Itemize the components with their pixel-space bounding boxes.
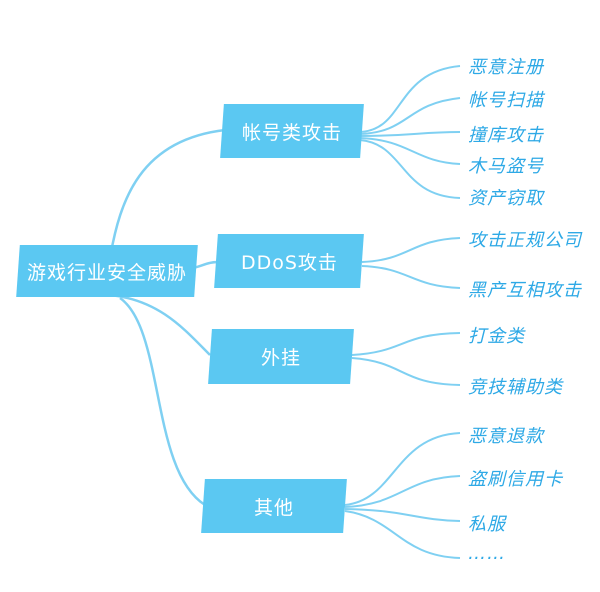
branch-node-ddos: DDoS攻击 bbox=[214, 234, 364, 288]
leaf-item: 帐号扫描 bbox=[468, 90, 544, 111]
connector-b4-leaf-2 bbox=[344, 475, 461, 508]
connector-b1-leaf-3 bbox=[359, 131, 461, 137]
connector-b3-leaf-1 bbox=[351, 332, 461, 356]
connector-root-branch-1 bbox=[108, 128, 226, 259]
connector-b4-leaf-1 bbox=[344, 432, 461, 506]
connector-b4-leaf-3 bbox=[344, 508, 461, 522]
leaf-item: 恶意退款 bbox=[468, 426, 544, 447]
connector-b2-leaf-1 bbox=[361, 237, 461, 263]
leaf-item: 撞库攻击 bbox=[468, 125, 544, 146]
leaf-item: 竞技辅助类 bbox=[468, 377, 563, 398]
connector-b1-leaf-4 bbox=[359, 137, 461, 165]
connector-b4-leaf-4 bbox=[344, 510, 461, 559]
leaf-item: 盗刷信用卡 bbox=[468, 469, 563, 490]
branch-node-other: 其他 bbox=[201, 479, 347, 533]
branch-node-account-attack: 帐号类攻击 bbox=[220, 104, 364, 158]
connector-b1-leaf-5 bbox=[359, 139, 461, 199]
leaf-item: 资产窃取 bbox=[468, 188, 544, 209]
branch-label: DDoS攻击 bbox=[240, 251, 338, 274]
leaf-item: 打金类 bbox=[468, 326, 525, 347]
branch-label: 其他 bbox=[253, 496, 294, 519]
branch-label: 帐号类攻击 bbox=[241, 121, 342, 144]
leaf-item: 私服 bbox=[468, 514, 506, 535]
branch-label: 外挂 bbox=[260, 347, 301, 369]
connector-b3-leaf-2 bbox=[351, 357, 461, 386]
root-node: 游戏行业安全威胁 bbox=[16, 245, 198, 297]
leaf-item: 黑产互相攻击 bbox=[468, 280, 582, 301]
branch-node-cheat: 外挂 bbox=[208, 329, 354, 384]
leaf-item: 恶意注册 bbox=[468, 57, 544, 78]
connector-b2-leaf-2 bbox=[361, 265, 461, 289]
connector-root-branch-4 bbox=[119, 296, 206, 507]
connector-b1-leaf-1 bbox=[359, 65, 461, 133]
connector-b1-leaf-2 bbox=[359, 97, 461, 135]
leaf-item: …… bbox=[468, 543, 506, 564]
root-label: 游戏行业安全威胁 bbox=[26, 261, 187, 284]
leaf-item: 攻击正规公司 bbox=[468, 230, 582, 251]
leaf-item: 木马盗号 bbox=[468, 156, 544, 177]
connector-root-branch-3 bbox=[109, 293, 211, 356]
